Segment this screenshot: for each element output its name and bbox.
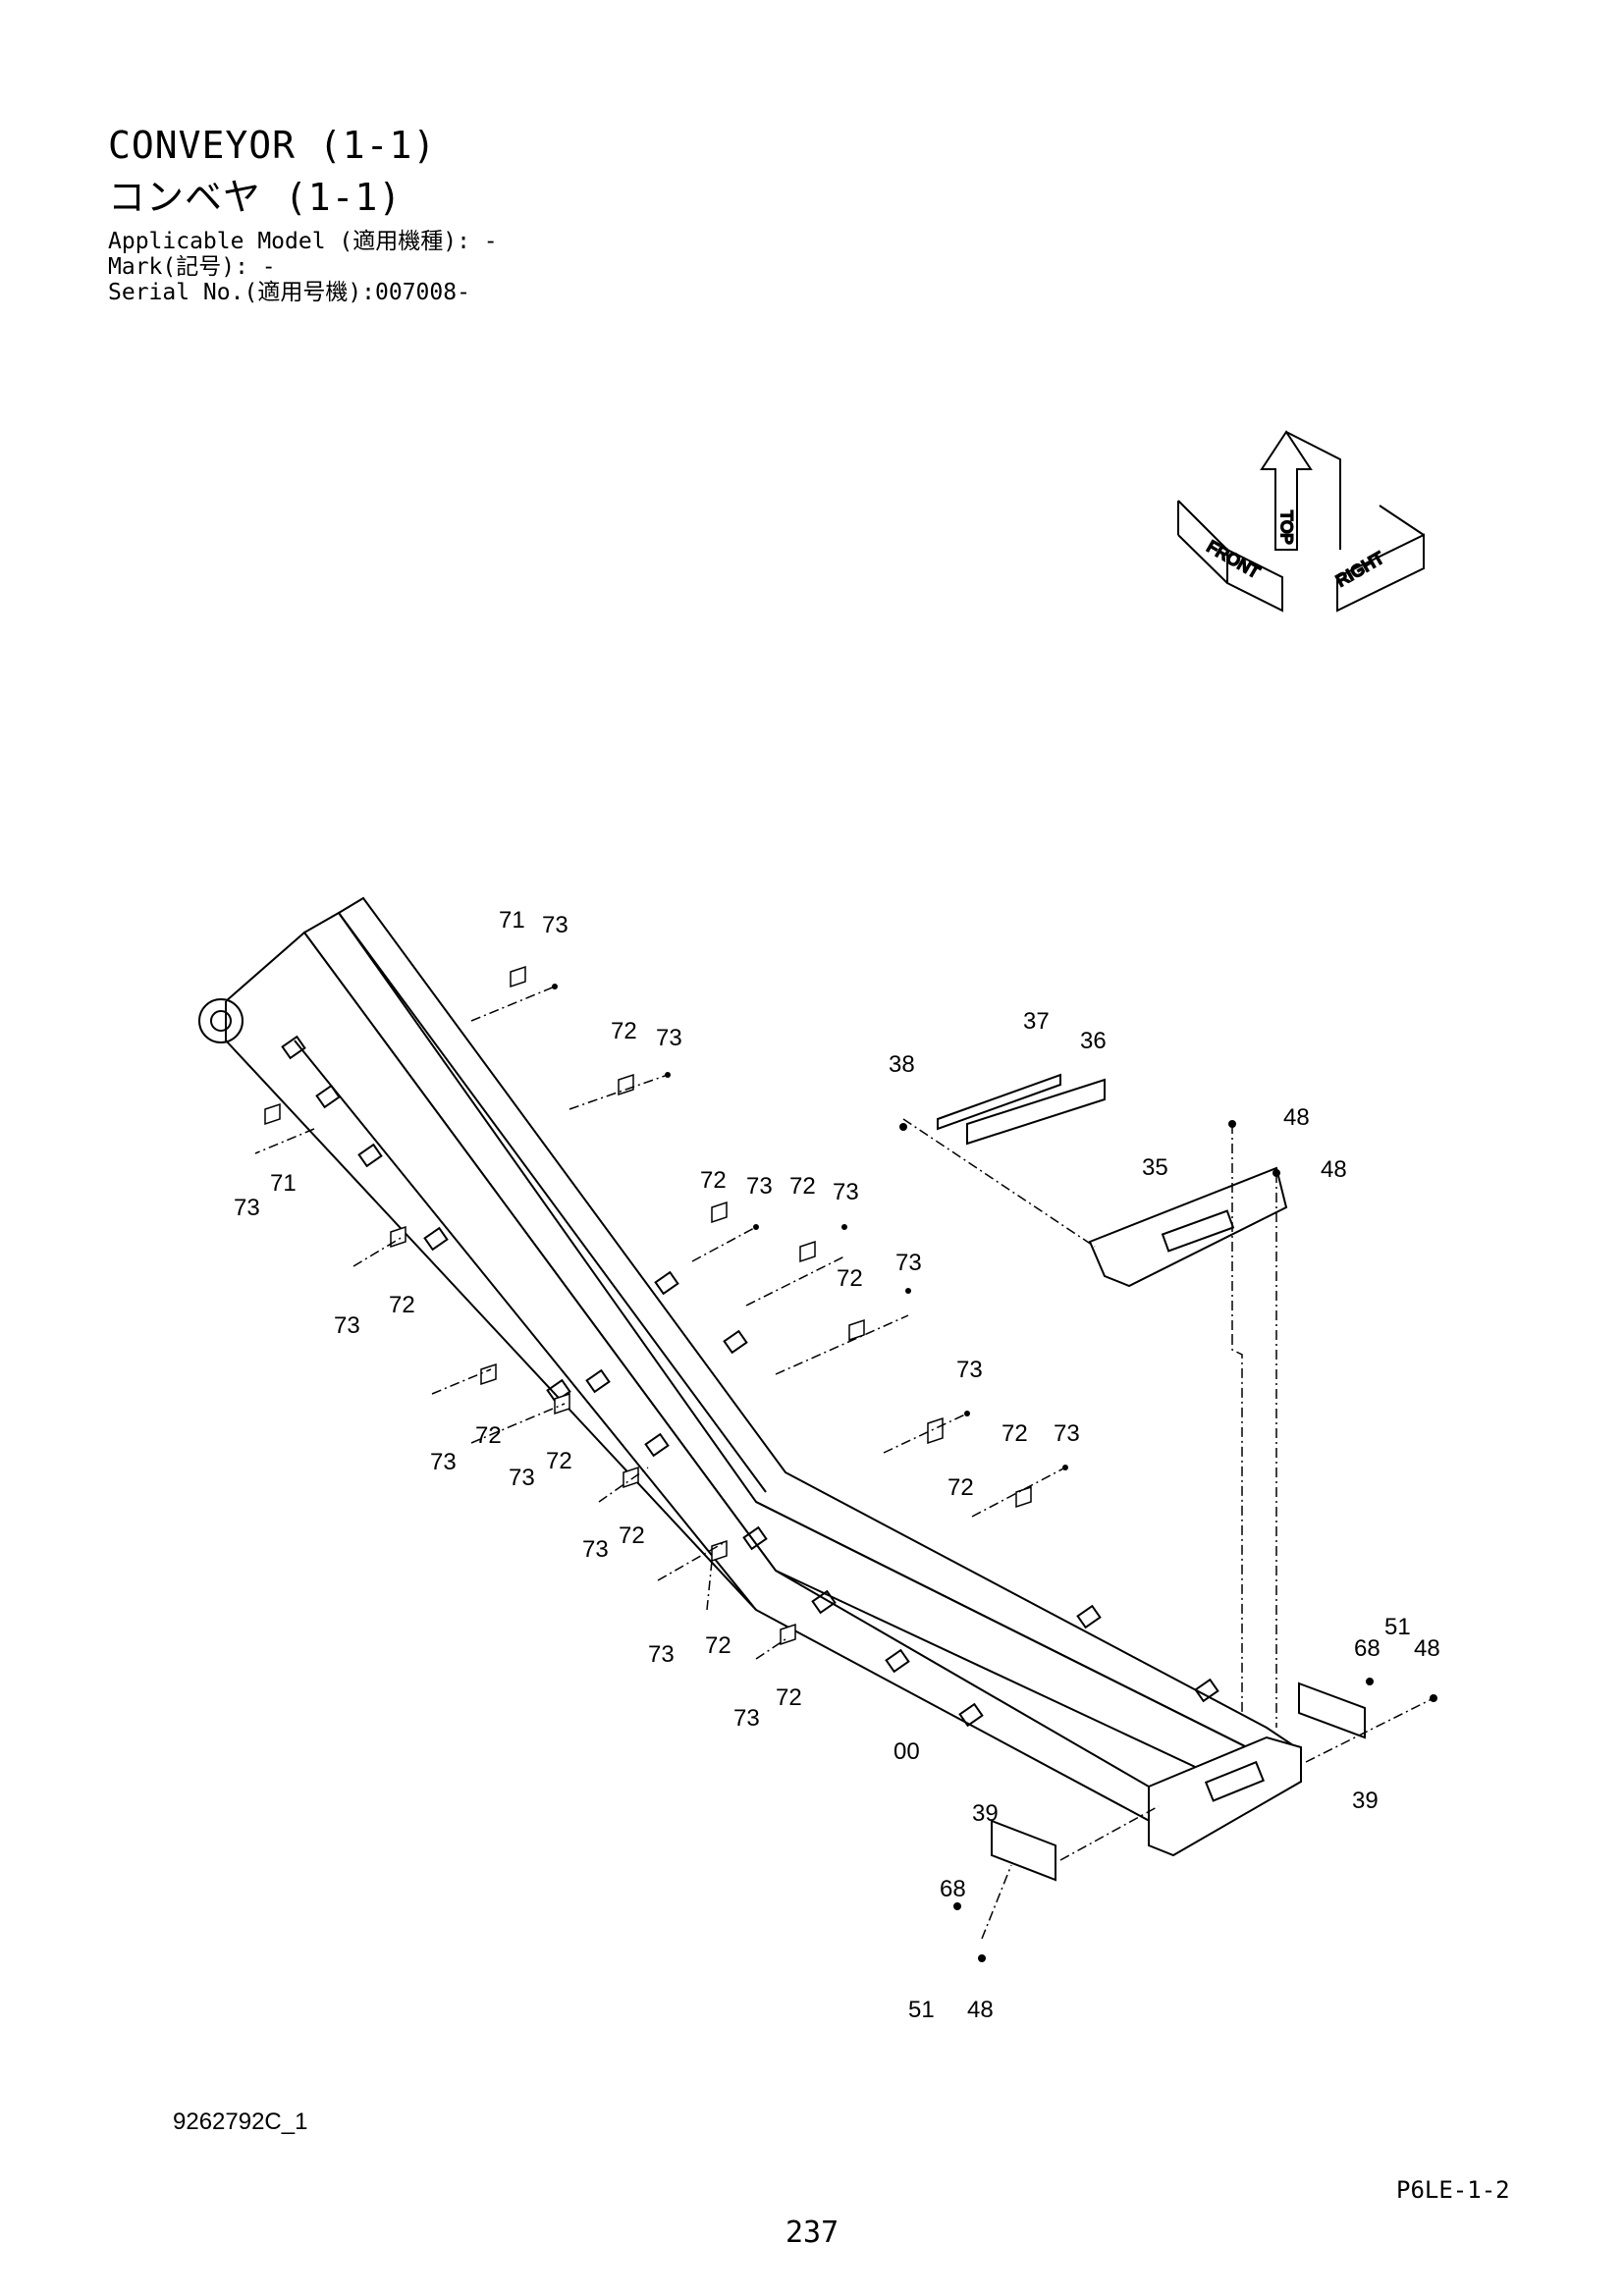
- drawing-number: 9262792C_1: [173, 2109, 308, 2135]
- callout-label: 51: [908, 1997, 935, 2023]
- callout-label: 39: [972, 1800, 999, 1827]
- front-face-icon: [1226, 548, 1283, 613]
- callout-label: 73: [430, 1449, 457, 1475]
- callout-label: 51: [1384, 1614, 1411, 1640]
- callout-label: 72: [1001, 1420, 1028, 1447]
- callout-label: 48: [1283, 1104, 1310, 1131]
- callout-label: 38: [889, 1051, 915, 1078]
- callout-label: 72: [389, 1292, 415, 1318]
- callout-label: 39: [1352, 1788, 1379, 1814]
- callout-label: 73: [648, 1641, 675, 1668]
- page-number: 237: [785, 2216, 839, 2250]
- right-face-icon: [1336, 533, 1425, 613]
- callout-label: 68: [940, 1876, 966, 1902]
- page-title-japanese: コンベヤ (1-1): [108, 176, 403, 219]
- callout-label: 68: [1354, 1635, 1380, 1662]
- callout-label: 73: [656, 1025, 682, 1051]
- callout-label: 73: [895, 1250, 922, 1276]
- section-code: P6LE-1-2: [1396, 2176, 1510, 2204]
- callout-label: 72: [546, 1448, 572, 1474]
- conveyor-frame: [198, 896, 1302, 1857]
- callout-label: 72: [947, 1474, 974, 1501]
- drive-motor: [198, 998, 244, 1043]
- callout-label: 73: [509, 1465, 535, 1491]
- callout-label: 73: [956, 1357, 983, 1383]
- page-title-english: CONVEYOR (1-1): [108, 124, 437, 167]
- leader-lines: [254, 986, 1435, 1940]
- callout-label: 73: [234, 1195, 260, 1221]
- callout-label: 72: [611, 1018, 637, 1044]
- callout-label: 73: [733, 1705, 760, 1732]
- callout-label: 73: [334, 1312, 360, 1339]
- cover-parts: [937, 1073, 1366, 1882]
- callout-label: 00: [893, 1738, 920, 1765]
- callout-labels: 71 73 72 73 37 38 36 48 35 48 73 71 72 7…: [234, 907, 1440, 2023]
- part-39-plate-right: [1298, 1682, 1366, 1739]
- orientation-top-label: TOP: [1277, 510, 1296, 545]
- callout-label: 73: [542, 912, 568, 938]
- part-36-strip: [966, 1078, 1106, 1146]
- mark-line: Mark(記号): -: [108, 254, 276, 280]
- callout-label: 48: [1414, 1635, 1440, 1662]
- orientation-indicator: TOP FRONT RIGHT: [1177, 430, 1425, 613]
- callout-label: 71: [499, 907, 525, 934]
- callout-label: 72: [705, 1632, 731, 1659]
- applicable-model-line: Applicable Model (適用機種): -: [108, 229, 498, 254]
- callout-label: 35: [1142, 1154, 1168, 1181]
- callout-label: 48: [1321, 1156, 1347, 1183]
- callout-label: 48: [967, 1997, 994, 2023]
- serial-number-line: Serial No.(適用号機):007008-: [108, 280, 470, 305]
- callout-label: 72: [475, 1422, 502, 1449]
- callout-label: 72: [776, 1684, 802, 1711]
- callout-label: 72: [789, 1173, 816, 1200]
- callout-label: 37: [1023, 1008, 1050, 1035]
- conveyor-belt: [302, 911, 1269, 1789]
- callout-label: 71: [270, 1170, 297, 1197]
- callout-label: 72: [837, 1265, 863, 1292]
- callout-label: 36: [1080, 1028, 1107, 1054]
- callout-label: 72: [700, 1167, 727, 1194]
- callout-label: 73: [1054, 1420, 1080, 1447]
- bolt-points: [552, 984, 1437, 1962]
- callout-label: 73: [833, 1179, 859, 1205]
- small-plates: [264, 965, 1032, 1646]
- top-arrow-icon: [1260, 430, 1313, 551]
- callout-label: 72: [619, 1522, 645, 1549]
- part-39-plate-left: [991, 1819, 1056, 1882]
- left-side-frame: [225, 931, 1161, 1828]
- part-37-strip: [937, 1073, 1061, 1131]
- callout-label: 73: [746, 1173, 773, 1200]
- callout-label: 73: [582, 1536, 609, 1563]
